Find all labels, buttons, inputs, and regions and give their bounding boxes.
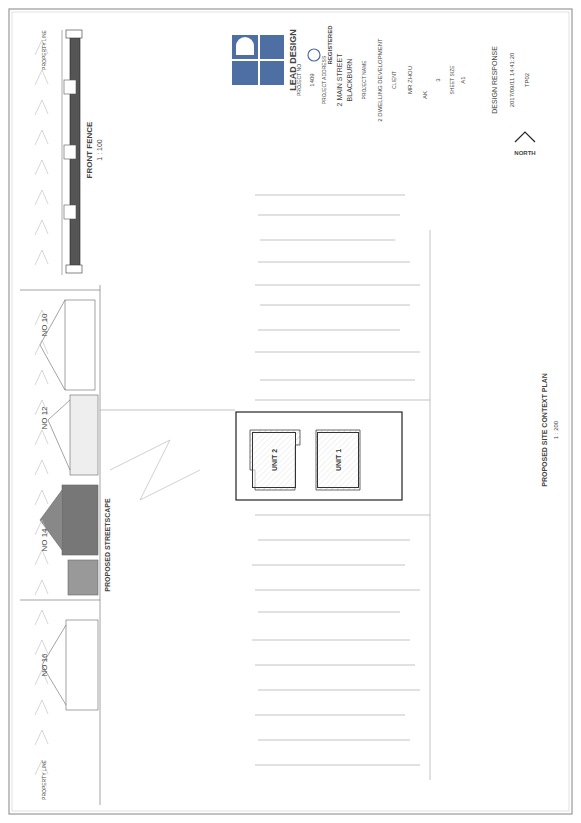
unit-footprint: UNIT 2 bbox=[252, 432, 296, 488]
drawing-label: PROJECT ADDRESS bbox=[322, 56, 328, 105]
drawing-label: 2017/09/11 14:41:20 bbox=[509, 53, 516, 108]
drawing-label: 1 : 100 bbox=[96, 139, 104, 160]
drawing-label: 1 : 200 bbox=[553, 421, 560, 439]
unit-roof bbox=[316, 430, 360, 490]
logo bbox=[232, 35, 320, 85]
drawing-label: CLIENT bbox=[392, 71, 398, 89]
drawing-label: NO 14 bbox=[41, 528, 50, 551]
drawing-label: DESIGN RESPONSE bbox=[491, 46, 499, 114]
drawing-label: 3 bbox=[435, 78, 442, 81]
sheet-border bbox=[9, 9, 572, 814]
site-boundary bbox=[236, 412, 402, 500]
drawing-label: BLACKBURN bbox=[346, 59, 354, 102]
drawing-label: A1 bbox=[460, 76, 467, 83]
drawing-label: PROJECT NAME bbox=[362, 60, 368, 99]
drawing-label: REGISTERED bbox=[327, 25, 334, 64]
drawing-label: 2 MAIN STREET bbox=[336, 54, 344, 107]
drawing-label: PROPERTY LINE bbox=[42, 760, 48, 800]
unit-roof bbox=[250, 430, 300, 490]
streetscape bbox=[20, 285, 100, 805]
drawing-label: 1409 bbox=[309, 73, 316, 86]
drawing-label: PROPERTY LINE bbox=[42, 30, 48, 70]
drawing-label: FRONT FENCE bbox=[86, 122, 95, 179]
drawing-label: TP02 bbox=[524, 73, 531, 87]
drawing-label: NO 10 bbox=[41, 313, 50, 336]
drawing-label: PROJECT NO bbox=[297, 64, 303, 96]
drawing-label: NORTH bbox=[514, 150, 535, 157]
drawing-label: MR ZHOU bbox=[407, 66, 414, 94]
drawing-label: AK bbox=[422, 91, 429, 99]
drawing-label: NO 16 bbox=[41, 653, 50, 676]
sheet-border bbox=[12, 12, 569, 811]
drawing-label: SHEET SIZE bbox=[450, 65, 456, 94]
neighbour-lots bbox=[100, 195, 430, 780]
unit-label: UNIT 1 bbox=[335, 448, 342, 472]
drawing-label: 2 DWELLING DEVELOPMENT bbox=[377, 38, 384, 121]
drawing-label: NO 12 bbox=[41, 406, 50, 429]
unit-footprint: UNIT 1 bbox=[317, 432, 359, 488]
drawing-label: PROPOSED STREETSCAPE bbox=[104, 498, 112, 591]
fence-elevation bbox=[20, 30, 82, 275]
north-arrow bbox=[515, 132, 535, 142]
unit-label: UNIT 2 bbox=[271, 448, 278, 472]
drawing-label: PROPOSED SITE CONTEXT PLAN bbox=[541, 373, 549, 487]
